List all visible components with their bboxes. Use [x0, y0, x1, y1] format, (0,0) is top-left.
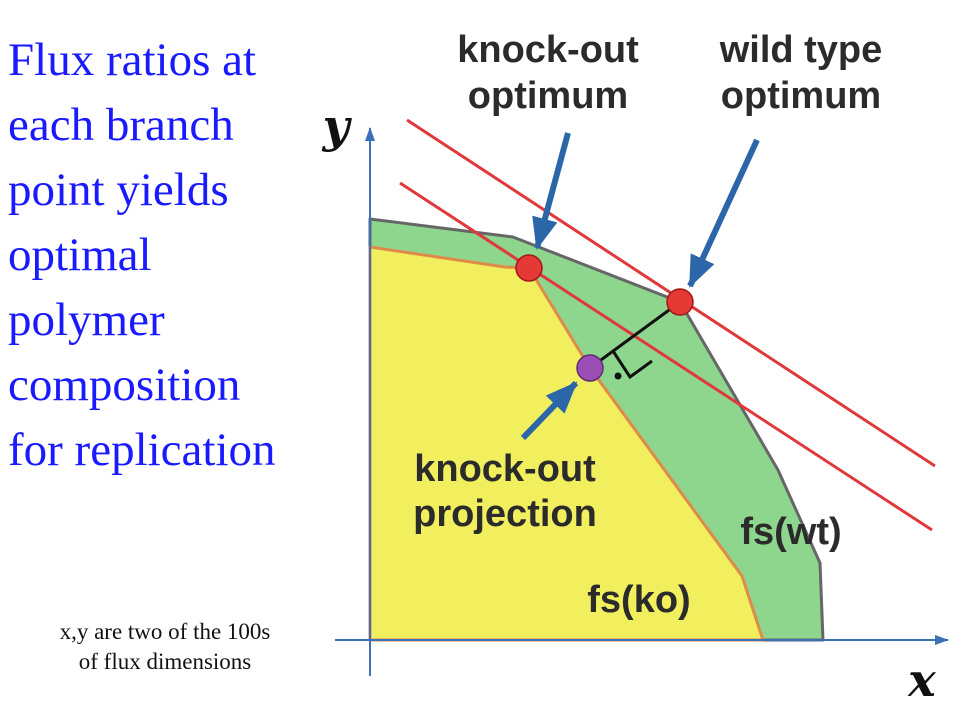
knockout-projection-arrow	[520, 380, 579, 441]
knockout-optimum-label-line2: optimum	[468, 75, 628, 117]
y-axis-label: y	[322, 99, 353, 153]
footnote-line: x,y are two of the 100s	[59, 619, 271, 644]
heading-line: each branch	[8, 99, 234, 151]
wildtype-optimum-arrow	[687, 138, 760, 288]
x-axis-label: x	[907, 653, 936, 707]
heading-line: composition	[8, 359, 241, 411]
knockout-projection-label-line1: knock-out	[414, 448, 596, 490]
knockout-optimum-label-line1: knock-out	[457, 29, 639, 71]
knockout-optimum-arrow	[532, 132, 571, 250]
heading-line: Flux ratios at	[8, 34, 257, 86]
knockout-objective-line	[399, 181, 933, 532]
heading-line: for replication	[8, 424, 276, 476]
footnote-line: of flux dimensions	[78, 649, 252, 674]
right-angle-marker	[611, 350, 653, 380]
heading-line: optimal	[8, 229, 152, 281]
heading-line: polymer	[8, 294, 165, 346]
knockout-region-label: fs(ko)	[587, 579, 690, 621]
knockout-projection-label-line2: projection	[413, 493, 597, 535]
footnote: x,y are two of the 100s of flux dimensio…	[10, 617, 320, 677]
right-angle-dot	[614, 372, 622, 380]
knockout-optimum-point	[515, 254, 543, 282]
wildtype-optimum-point	[666, 288, 694, 316]
wildtype-region-label: fs(wt)	[740, 511, 841, 553]
heading-text: Flux ratios at each branch point yields …	[8, 28, 338, 483]
projection-segment	[589, 300, 681, 370]
wildtype-optimum-label-line1: wild type	[719, 29, 883, 71]
knockout-projection-point	[576, 354, 604, 382]
heading-line: point yields	[8, 164, 229, 216]
wildtype-optimum-label-line2: optimum	[721, 75, 881, 117]
